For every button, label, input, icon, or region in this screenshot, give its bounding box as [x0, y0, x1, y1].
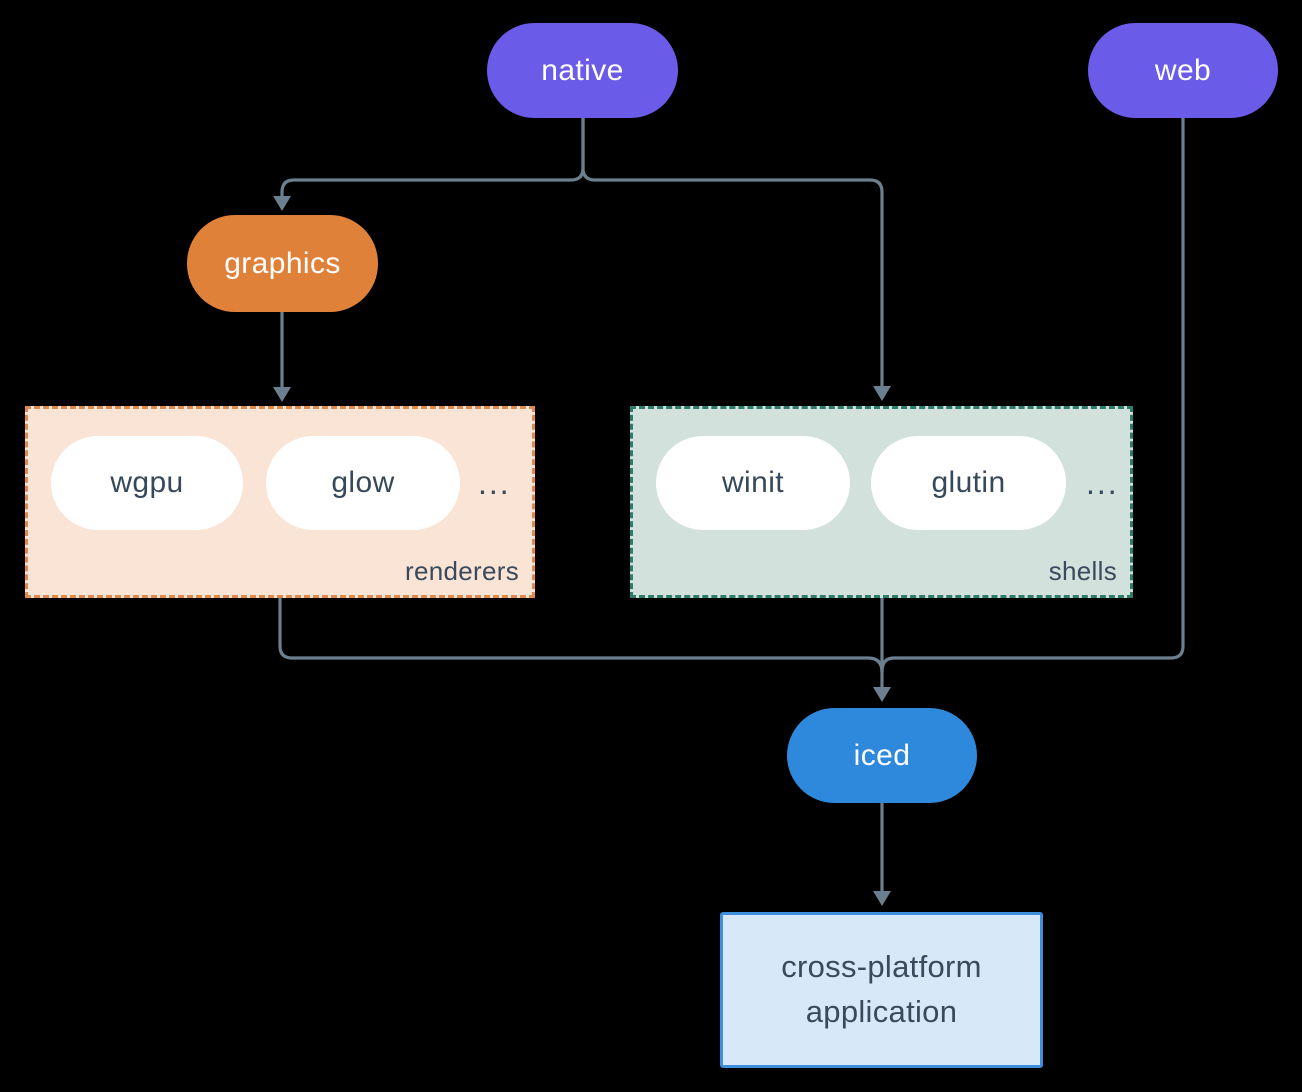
- pill-glow-label: glow: [331, 466, 395, 499]
- arrowhead-graphics: [273, 196, 291, 211]
- pill-glow: glow: [266, 436, 460, 530]
- pill-wgpu-label: wgpu: [110, 466, 184, 499]
- edge-native-shells: [581, 118, 884, 387]
- pill-glutin: glutin: [871, 436, 1066, 530]
- node-web-label: web: [1154, 53, 1212, 87]
- arrowhead-shells: [873, 386, 891, 401]
- shells-ellipsis: ...: [1086, 465, 1119, 501]
- pill-winit-label: winit: [721, 466, 784, 499]
- node-graphics-label: graphics: [224, 246, 341, 280]
- node-graphics: graphics: [187, 215, 378, 312]
- application-label-line1: cross-platform: [781, 949, 982, 985]
- node-cross-platform-application: cross-platform application: [720, 912, 1043, 1068]
- node-iced-label: iced: [853, 738, 911, 772]
- arrowhead-iced: [873, 687, 891, 702]
- arrowhead-application: [873, 891, 891, 906]
- arrowhead-renderers: [273, 387, 291, 402]
- edge-native-graphics: [280, 118, 585, 197]
- application-label-line2: application: [805, 994, 958, 1029]
- pill-wgpu: wgpu: [51, 436, 243, 530]
- pill-winit: winit: [656, 436, 850, 530]
- edge-renderers-merge: [278, 598, 884, 673]
- group-shells: winit glutin ... shells: [630, 406, 1133, 598]
- renderers-ellipsis: ...: [478, 465, 511, 501]
- shells-group-label: shells: [1048, 556, 1117, 586]
- renderers-group-label: renderers: [405, 556, 519, 586]
- node-native: native: [487, 23, 678, 118]
- node-iced: iced: [787, 708, 977, 803]
- node-web: web: [1088, 23, 1278, 118]
- node-native-label: native: [541, 53, 624, 87]
- pill-glutin-label: glutin: [931, 466, 1006, 499]
- group-renderers: wgpu glow ... renderers: [25, 406, 535, 598]
